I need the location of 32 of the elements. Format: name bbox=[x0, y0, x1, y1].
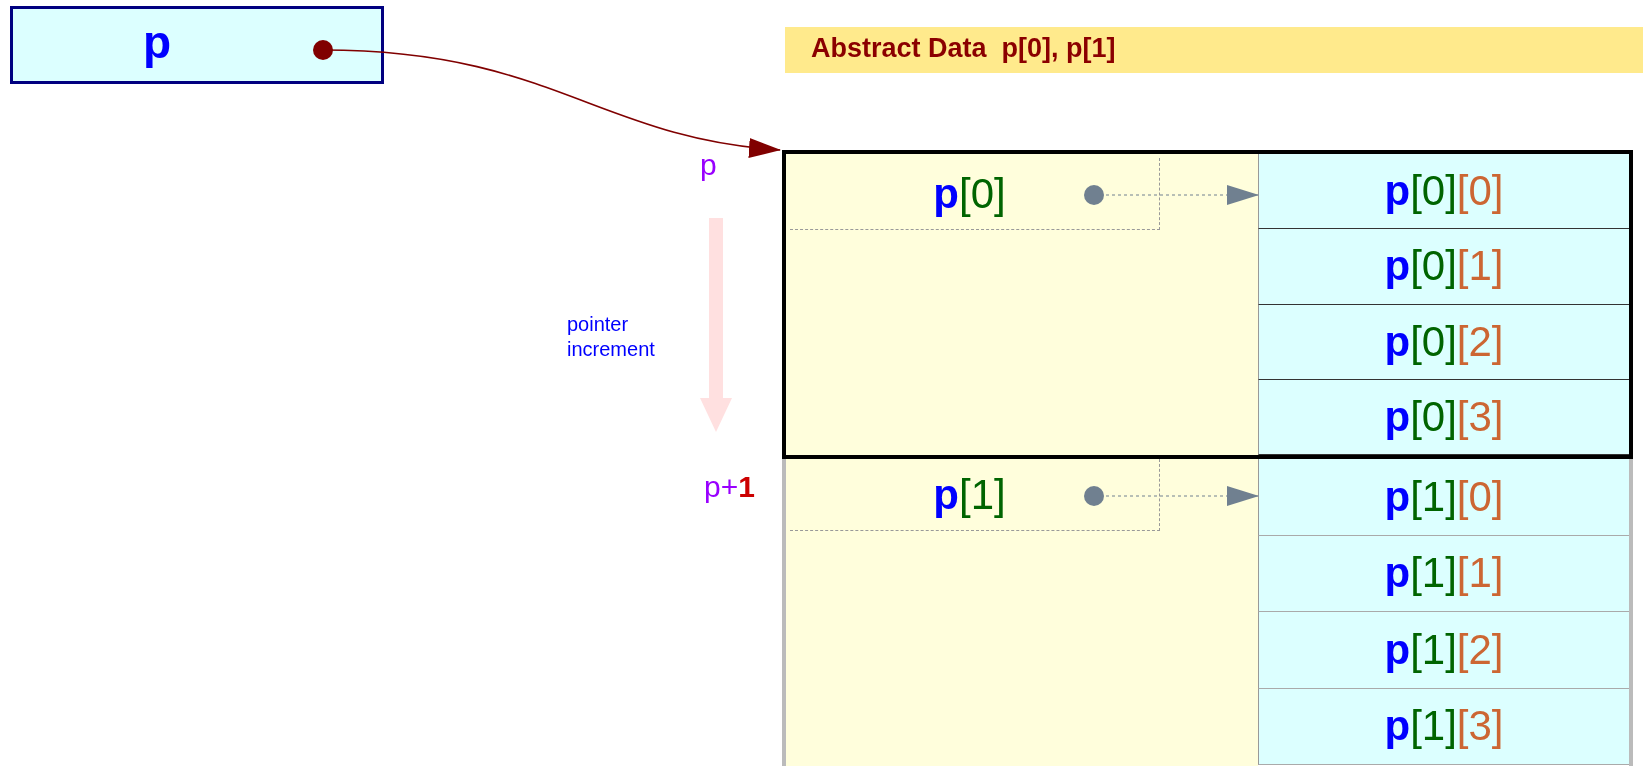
array-element-cell bbox=[1258, 379, 1629, 455]
row-pointer-cell bbox=[790, 158, 1160, 230]
row-pointer-cell bbox=[790, 459, 1160, 531]
element-label: p[1][1] bbox=[1384, 549, 1504, 598]
pointer-label: p+1 bbox=[704, 470, 755, 504]
array-row-box bbox=[782, 150, 1633, 459]
annotation-text: pointer increment bbox=[567, 312, 656, 362]
heading-text: Abstract Data p[0], p[1] bbox=[811, 33, 1116, 64]
element-label: p[1][3] bbox=[1384, 702, 1504, 751]
variable-name: p bbox=[143, 15, 172, 69]
element-label: p[1][0] bbox=[1384, 472, 1504, 521]
array-element-cell bbox=[1258, 612, 1629, 689]
row-pointer-label: p[0] bbox=[933, 169, 1006, 218]
array-element-cell bbox=[1258, 154, 1629, 230]
arrow bbox=[1084, 185, 1259, 205]
array-row-box bbox=[782, 459, 1633, 766]
pointer-label: p bbox=[700, 148, 717, 182]
heading-band bbox=[785, 27, 1643, 73]
pointer-variable-box bbox=[10, 6, 384, 84]
array-element-cell bbox=[1258, 459, 1629, 536]
element-label: p[0][2] bbox=[1384, 317, 1504, 366]
element-label: p[0][3] bbox=[1384, 392, 1504, 441]
element-label: p[0][0] bbox=[1384, 167, 1504, 216]
array-element-cell bbox=[1258, 688, 1629, 765]
array-element-cell bbox=[1258, 304, 1629, 380]
element-label: p[1][2] bbox=[1384, 625, 1504, 674]
arrow bbox=[1084, 486, 1259, 506]
row-pointer-label: p[1] bbox=[933, 470, 1006, 519]
arrow bbox=[313, 40, 781, 157]
element-label: p[0][1] bbox=[1384, 242, 1504, 291]
array-element-cell bbox=[1258, 229, 1629, 305]
array-element-cell bbox=[1258, 535, 1629, 612]
